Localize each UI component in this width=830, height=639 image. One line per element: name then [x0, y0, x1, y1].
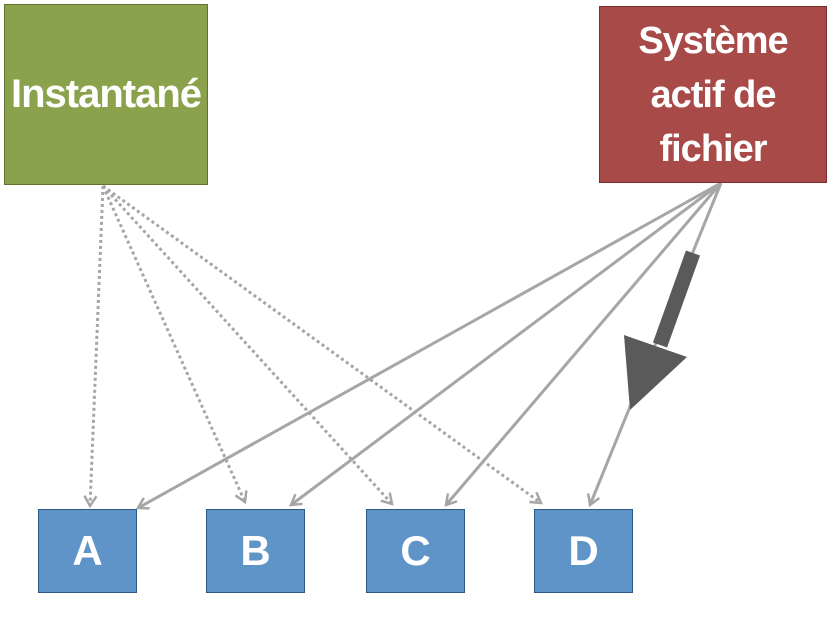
block-b-node: B: [206, 509, 305, 593]
block-c-node: C: [366, 509, 465, 593]
snapshot-label: Instantané: [10, 72, 202, 116]
snapshot-node: Instantané: [4, 4, 208, 185]
snapshot-to-b-edge: [101, 185, 245, 502]
active-fs-to-c-edge: [446, 182, 723, 505]
block-b-label: B: [240, 527, 271, 574]
active-fs-to-b-edge: [291, 181, 722, 505]
block-a-label: A: [72, 527, 103, 574]
active-fs-label-line-1: Système: [638, 19, 788, 62]
snapshot-to-a-edge: [90, 185, 105, 506]
active-fs-to-a-edge: [138, 181, 722, 508]
active-fs-label-line-2: actif de: [650, 73, 776, 116]
active-fs-label-line-3: fichier: [659, 127, 767, 170]
block-d-node: D: [534, 509, 633, 593]
active-file-system-node: Système actif de fichier: [599, 6, 827, 183]
active-fs-to-d-edge: [590, 182, 723, 505]
block-c-label: C: [400, 527, 431, 574]
block-a-node: A: [38, 509, 137, 593]
block-d-label: D: [568, 527, 599, 574]
snapshot-to-c-edge: [101, 184, 392, 504]
highlight-arrow: [624, 250, 701, 410]
snapshot-to-d-edge: [102, 184, 541, 503]
